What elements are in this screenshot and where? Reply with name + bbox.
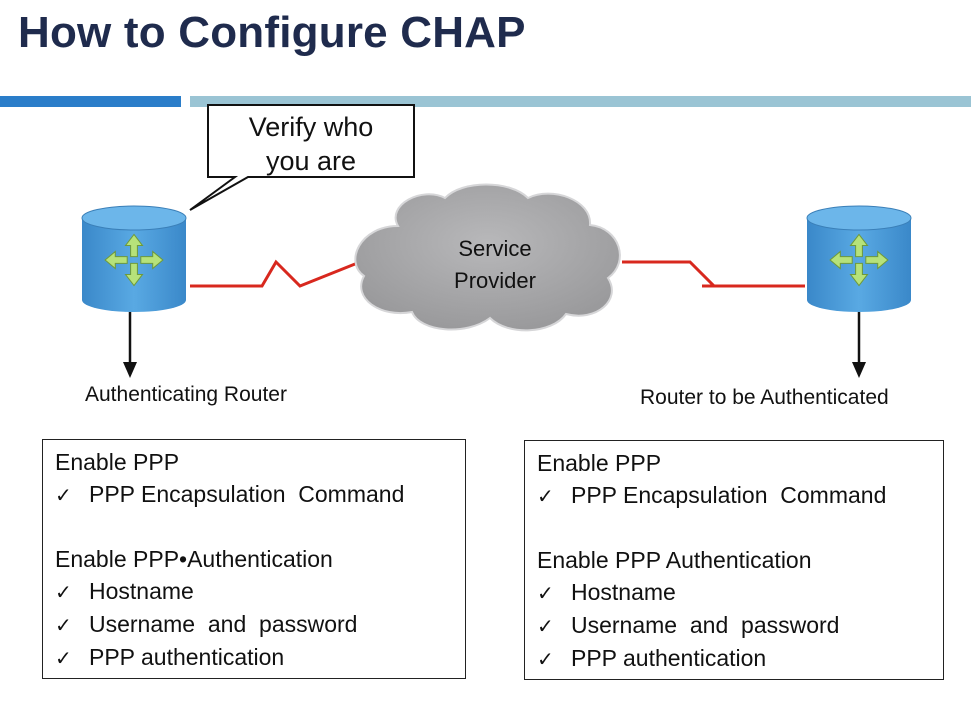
list-item: ✓Hostname — [55, 575, 453, 608]
right-config-box: Enable PPP ✓PPP Encapsulation Command En… — [524, 440, 944, 680]
right-box-list-1: ✓PPP Encapsulation Command — [537, 479, 931, 512]
cloud-label-line-2: Provider — [454, 268, 536, 293]
check-icon: ✓ — [537, 614, 554, 638]
check-icon: ✓ — [537, 647, 554, 671]
check-icon: ✓ — [537, 581, 554, 605]
serial-link-left — [190, 259, 361, 288]
list-item: ✓PPP Encapsulation Command — [55, 478, 453, 511]
right-box-list-2: ✓Hostname ✓Username and password ✓PPP au… — [537, 576, 931, 675]
callout-line-2: you are — [265, 146, 357, 176]
left-box-heading-1: Enable PPP — [55, 449, 180, 475]
callout-bubble — [189, 104, 415, 211]
right-router-icon — [806, 205, 912, 312]
title-accent-bar — [0, 96, 181, 107]
check-icon: ✓ — [537, 484, 554, 508]
list-item: ✓PPP Encapsulation Command — [537, 479, 931, 512]
left-router-label: Authenticating Router — [85, 383, 287, 406]
title-divider-bar — [190, 96, 971, 107]
callout-text: Verify who you are — [208, 110, 414, 178]
left-router-icon — [81, 205, 187, 312]
check-icon: ✓ — [55, 613, 72, 637]
list-item: ✓Username and password — [55, 608, 453, 641]
cloud-label-line-1: Service — [458, 236, 532, 261]
right-router-label: Router to be Authenticated — [640, 386, 889, 409]
left-config-box: Enable PPP ✓PPP Encapsulation Command En… — [42, 439, 466, 679]
check-icon: ✓ — [55, 580, 72, 604]
list-item: ✓PPP authentication — [55, 641, 453, 674]
left-box-heading-2: Enable PPP•Authentication — [55, 546, 333, 572]
check-icon: ✓ — [55, 646, 72, 670]
list-item: ✓Username and password — [537, 609, 931, 642]
right-box-heading-2: Enable PPP Authentication — [537, 547, 812, 573]
serial-link-right — [622, 260, 805, 288]
list-item: ✓PPP authentication — [537, 642, 931, 675]
right-box-heading-1: Enable PPP — [537, 450, 662, 476]
right-down-arrow — [852, 312, 866, 378]
left-box-list-2: ✓Hostname ✓Username and password ✓PPP au… — [55, 575, 453, 674]
callout-line-1: Verify who — [248, 112, 374, 142]
left-box-list-1: ✓PPP Encapsulation Command — [55, 478, 453, 511]
check-icon: ✓ — [55, 483, 72, 507]
cloud-icon — [354, 183, 621, 332]
cloud-label: Service Provider — [420, 233, 570, 297]
slide-title: How to Configure CHAP — [18, 8, 526, 57]
list-item: ✓Hostname — [537, 576, 931, 609]
left-down-arrow — [123, 312, 137, 378]
